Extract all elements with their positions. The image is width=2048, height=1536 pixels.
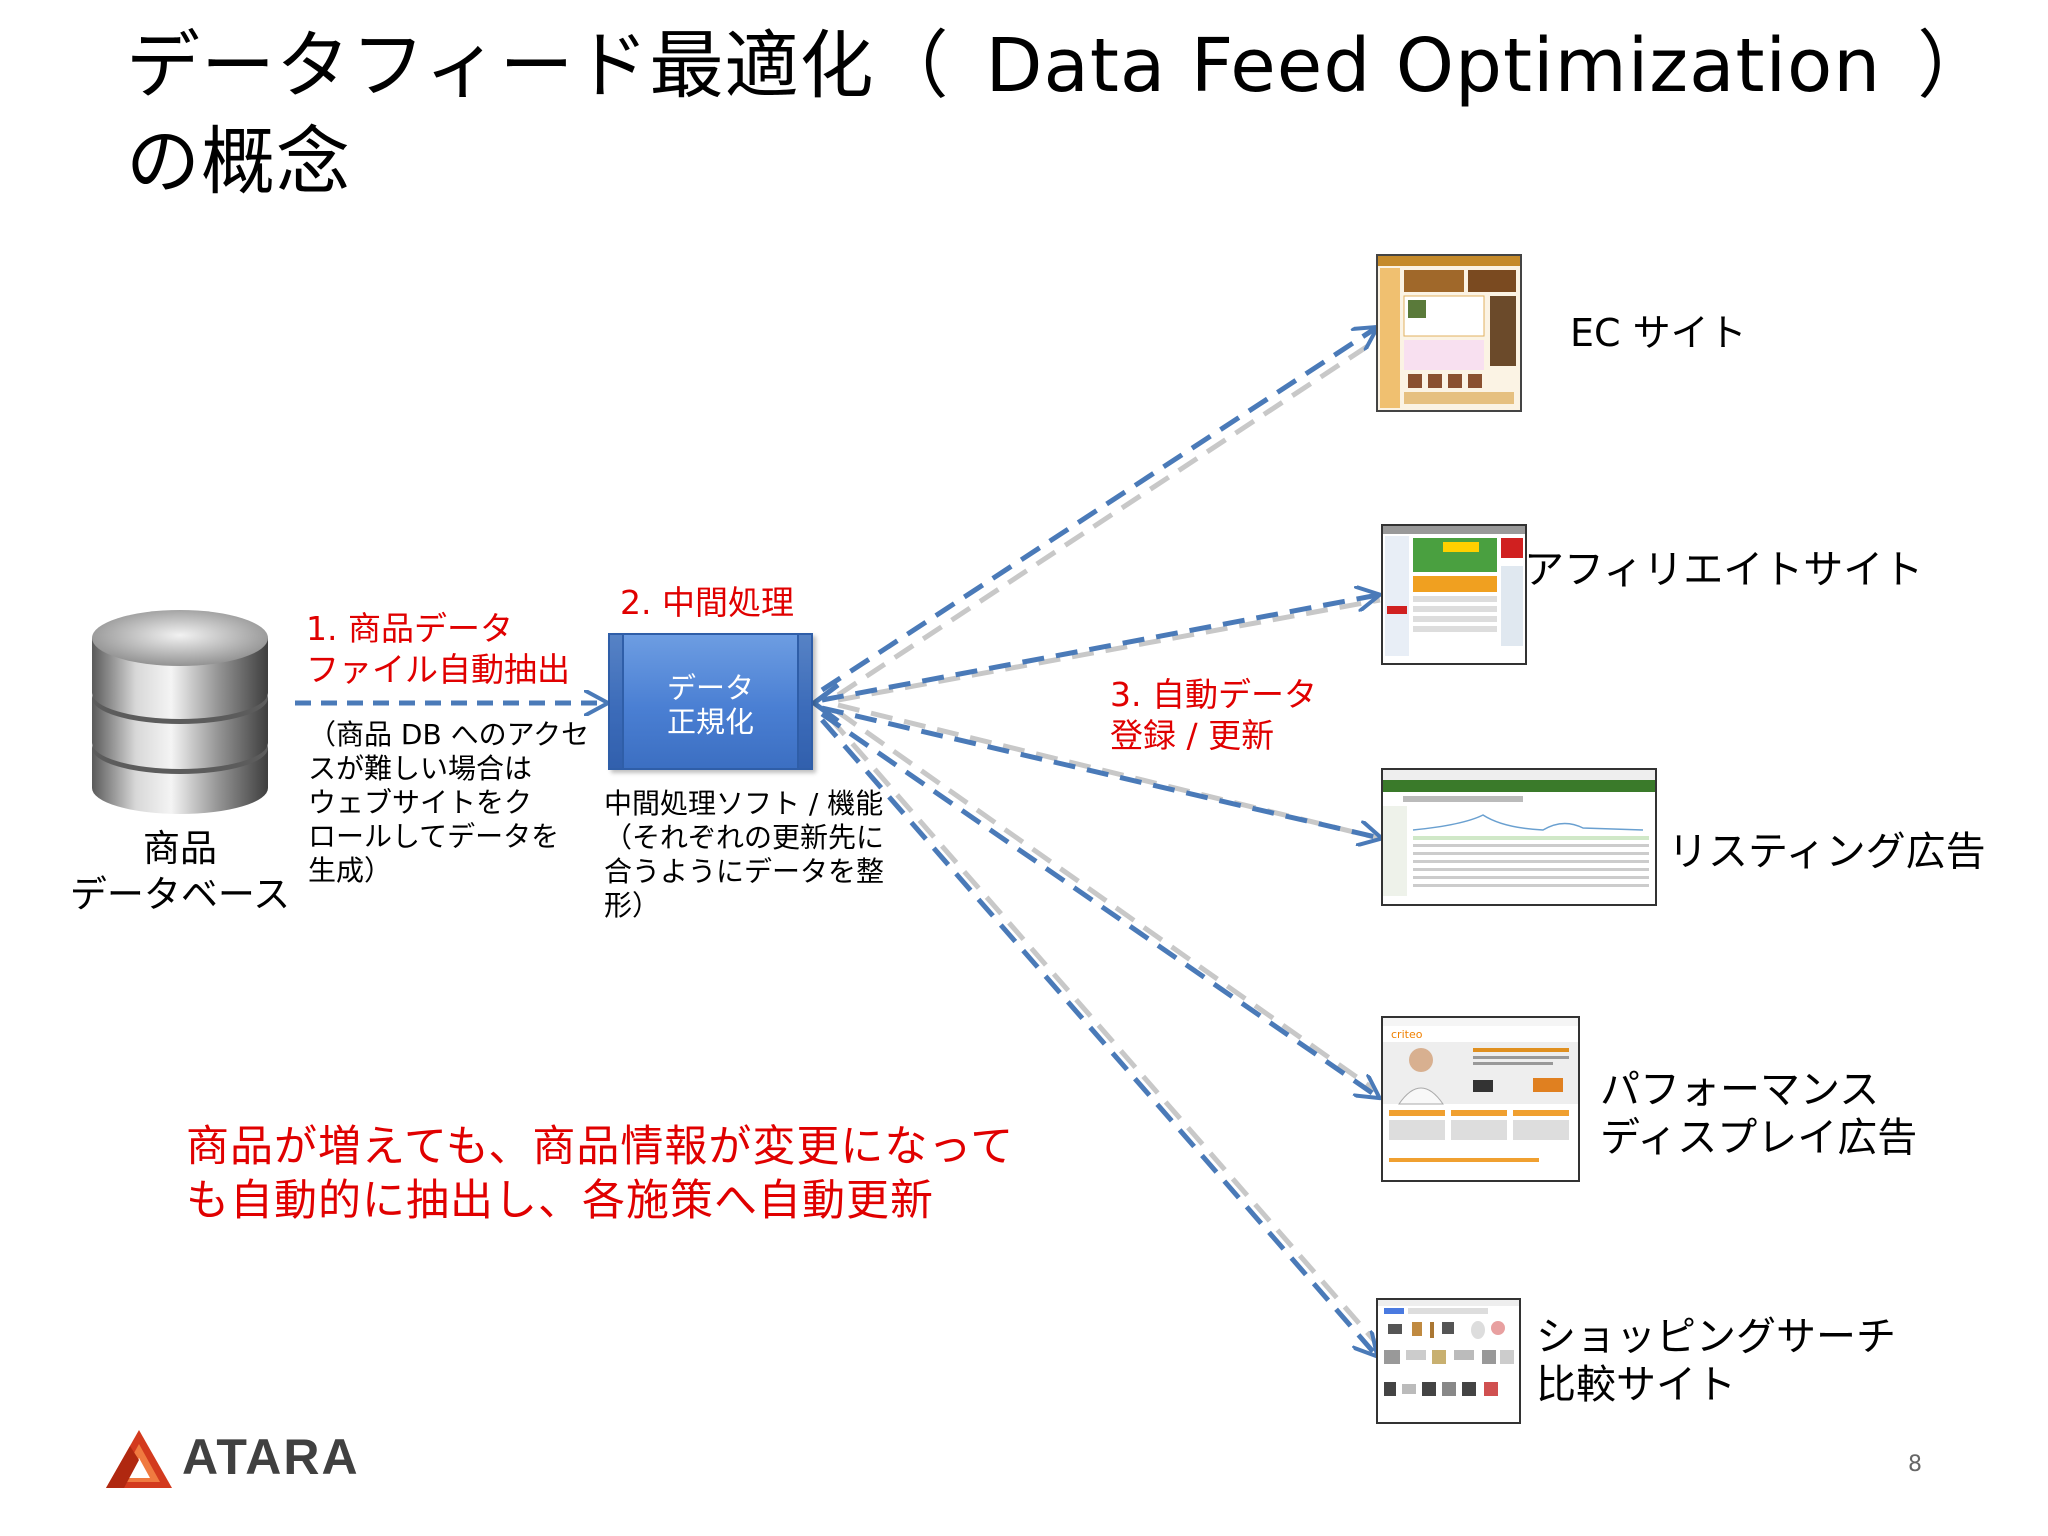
page-title: データフィード最適化（ Data Feed Optimization ） の概念 bbox=[126, 18, 1992, 210]
step2-label: 2. 中間処理 bbox=[620, 583, 794, 622]
svg-text:criteo: criteo bbox=[1391, 1028, 1423, 1041]
conclusion-text: 商品が増えても、商品情報が変更になって も自動的に抽出し、各施策へ自動更新 bbox=[186, 1122, 1015, 1226]
title-en: Data Feed Optimization bbox=[985, 23, 1882, 109]
ec-site-label: EC サイト bbox=[1570, 311, 1747, 355]
page-number: 8 bbox=[1908, 1452, 1922, 1477]
listing-ads-label: リスティング広告 bbox=[1668, 829, 1986, 875]
database-label: 商品 データベース bbox=[69, 827, 291, 916]
step3-label: 3. 自動データ 登録 / 更新 bbox=[1110, 675, 1317, 755]
step1-label: 1. 商品データ ファイル自動抽出 bbox=[306, 609, 570, 689]
listing-ads-thumbnail bbox=[1381, 768, 1657, 906]
step1-note: （商品 DB へのアクセ スが難しい場合は ウェブサイトをク ロールしてデータを… bbox=[308, 718, 590, 887]
atara-logo-icon bbox=[104, 1428, 174, 1490]
performance-display-label: パフォーマンス ディスプレイ広告 bbox=[1600, 1067, 1918, 1161]
affiliate-site-label: アフィリエイトサイト bbox=[1524, 547, 1924, 593]
title-line2: の概念 bbox=[126, 119, 351, 205]
step2-note: 中間処理ソフト / 機能 （それぞれの更新先に 合うようにデータを整 形） bbox=[604, 787, 885, 922]
performance-display-thumbnail: criteo bbox=[1381, 1016, 1580, 1182]
title-close: ） bbox=[1917, 23, 1993, 109]
database-icon bbox=[88, 603, 272, 818]
atara-logo-text: ATARA bbox=[182, 1429, 360, 1485]
ec-site-thumbnail bbox=[1376, 254, 1522, 412]
title-ja: データフィード最適化（ bbox=[126, 23, 950, 109]
affiliate-site-thumbnail bbox=[1381, 524, 1527, 665]
shopping-search-thumbnail bbox=[1376, 1298, 1521, 1424]
arrow-into-box bbox=[809, 683, 840, 723]
shopping-search-label: ショッピングサーチ 比較サイト bbox=[1536, 1314, 1896, 1408]
normalization-box: データ 正規化 bbox=[608, 633, 813, 770]
